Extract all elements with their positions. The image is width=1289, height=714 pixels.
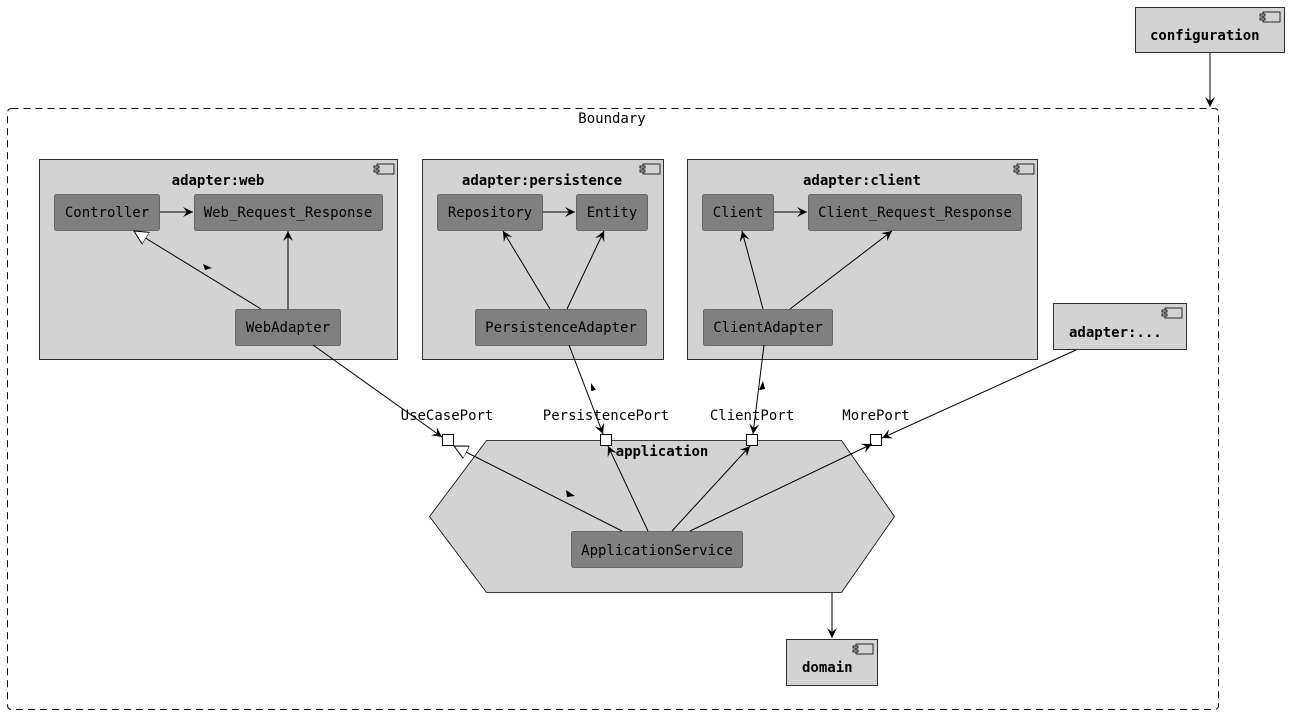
direction-markers <box>203 264 765 497</box>
repository-node[interactable]: Repository <box>437 194 543 231</box>
adapter-more-component[interactable]: adapter:... <box>1053 303 1187 350</box>
edge-persistence-adapter-persistence-port <box>568 344 605 435</box>
component-icon <box>1013 163 1035 175</box>
edge-service-persistence-port <box>607 445 649 532</box>
direction-triangle-persistence <box>591 383 596 391</box>
persistence-adapter-node[interactable]: PersistenceAdapter <box>475 309 647 346</box>
boundary-label: Boundary <box>578 111 645 127</box>
application-service-node[interactable]: ApplicationService <box>571 531 743 568</box>
web-adapter-label: WebAdapter <box>246 320 330 336</box>
repository-label: Repository <box>448 205 532 221</box>
configuration-label: configuration <box>1150 28 1260 44</box>
application-component[interactable]: application ApplicationService <box>429 440 895 593</box>
web-adapter-node[interactable]: WebAdapter <box>235 309 341 346</box>
adapter-client-component[interactable]: adapter:client Client Client_Request_Res… <box>687 159 1038 360</box>
edge-client-adapter-client <box>739 230 764 310</box>
domain-label: domain <box>802 660 853 676</box>
edge-client-adapter-client-port <box>749 344 765 435</box>
adapter-client-title: adapter:client <box>803 173 921 189</box>
entity-node[interactable]: Entity <box>576 194 648 231</box>
boundary-frame <box>7 108 1219 710</box>
direction-triangle-client <box>759 381 765 390</box>
component-icon <box>1161 307 1183 319</box>
client-request-response-label: Client_Request_Response <box>818 205 1012 221</box>
client-port[interactable]: ClientPort <box>710 408 794 446</box>
use-case-port[interactable]: UseCasePort <box>401 408 494 446</box>
component-icon <box>852 643 874 655</box>
application-title: application <box>616 444 709 460</box>
edge-service-use-case-port <box>454 446 623 532</box>
component-icon <box>373 163 395 175</box>
adapter-web-title: adapter:web <box>172 173 265 189</box>
edge-web-adapter-use-case-port <box>312 344 443 438</box>
edge-client-adapter-client-request-response <box>789 230 893 310</box>
client-label: Client <box>713 205 764 221</box>
direction-triangle-web <box>203 264 212 270</box>
edges <box>134 53 1215 638</box>
adapter-more-label: adapter:... <box>1069 325 1162 341</box>
component-icon <box>1259 11 1281 23</box>
entity-label: Entity <box>587 205 638 221</box>
client-port-label: ClientPort <box>710 408 794 424</box>
web-request-response-label: Web_Request_Response <box>204 205 373 221</box>
edge-persistence-adapter-repository <box>502 230 551 310</box>
controller-label: Controller <box>65 205 149 221</box>
component-icon <box>639 163 661 175</box>
more-port-label: MorePort <box>842 408 909 424</box>
more-port[interactable]: MorePort <box>842 408 910 446</box>
client-adapter-label: ClientAdapter <box>713 320 823 336</box>
persistence-port[interactable]: PersistencePort <box>543 408 669 446</box>
client-adapter-node[interactable]: ClientAdapter <box>703 309 833 346</box>
adapter-persistence-component[interactable]: adapter:persistence Repository Entity Pe… <box>422 159 664 360</box>
client-request-response-node[interactable]: Client_Request_Response <box>808 194 1022 231</box>
domain-component[interactable]: domain <box>786 639 878 686</box>
adapter-web-component[interactable]: adapter:web Controller Web_Request_Respo… <box>39 159 398 360</box>
use-case-port-label: UseCasePort <box>401 408 494 424</box>
persistence-adapter-label: PersistenceAdapter <box>485 320 637 336</box>
edge-adapter-more-more-port <box>881 349 1077 439</box>
web-request-response-node[interactable]: Web_Request_Response <box>194 194 383 231</box>
application-service-label: ApplicationService <box>581 543 733 559</box>
edge-web-adapter-controller <box>134 231 262 310</box>
edge-service-more-port <box>689 443 873 532</box>
direction-triangle-application <box>566 490 575 497</box>
persistence-port-label: PersistencePort <box>543 408 669 424</box>
adapter-persistence-title: adapter:persistence <box>462 173 622 189</box>
edge-service-client-port <box>671 445 751 532</box>
client-node[interactable]: Client <box>702 194 774 231</box>
configuration-component[interactable]: configuration <box>1135 7 1285 53</box>
controller-node[interactable]: Controller <box>54 194 160 231</box>
edge-persistence-adapter-entity <box>566 230 605 310</box>
